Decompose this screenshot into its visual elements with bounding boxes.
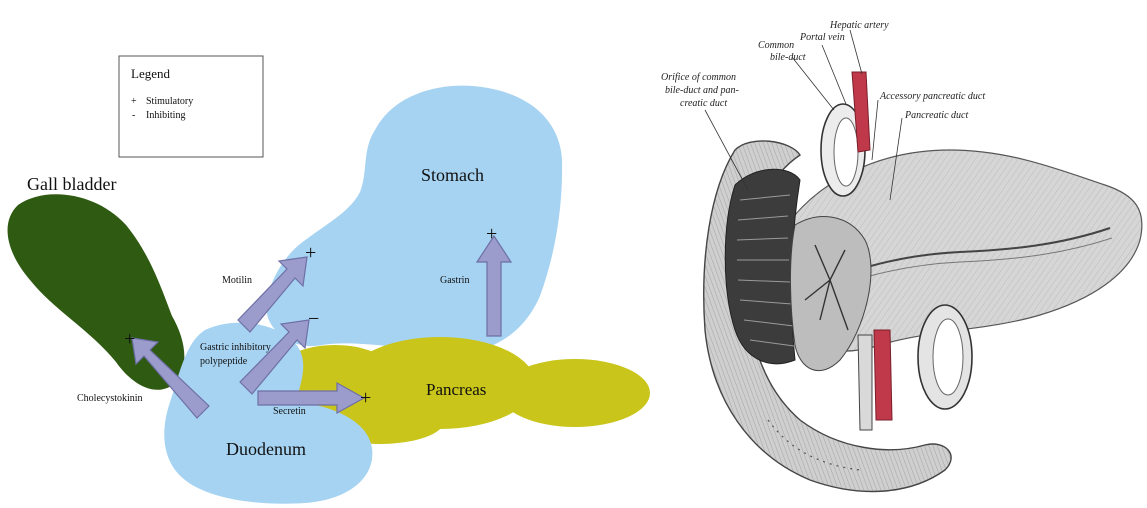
common-bile-duct-label-line1: Common: [758, 40, 794, 51]
mesenteric-artery: [874, 330, 892, 420]
cholecystokinin-sign: +: [124, 328, 135, 350]
mesenteric-vein: [858, 335, 872, 430]
duodenum-label: Duodenum: [226, 439, 306, 459]
portal-vein-lumen: [834, 118, 858, 186]
legend-title: Legend: [131, 66, 170, 81]
legend-stimulatory-symbol: +: [131, 96, 137, 107]
legend: Legend + Stimulatory - Inhibiting: [119, 56, 263, 157]
pancreatic-duct-label: Pancreatic duct: [904, 110, 968, 121]
cholecystokinin-label: Cholecystokinin: [77, 393, 143, 404]
common-bile-duct-label-line2: bile-duct: [770, 52, 806, 63]
portal-vein-label: Portal vein: [799, 32, 845, 43]
motilin-label: Motilin: [222, 275, 252, 286]
legend-stimulatory-label: Stimulatory: [146, 96, 193, 107]
legend-inhibiting-symbol: -: [132, 110, 135, 121]
secretin-sign: +: [360, 387, 371, 409]
gastrin-sign: +: [486, 223, 497, 245]
gall-bladder-label: Gall bladder: [27, 174, 116, 194]
motilin-sign: +: [305, 242, 316, 264]
orifice-label-line2: bile-duct and pan-: [665, 85, 739, 96]
legend-inhibiting-label: Inhibiting: [146, 110, 185, 121]
hepatic-artery-label: Hepatic artery: [829, 20, 889, 31]
gip-label-line1: Gastric inhibitory: [200, 342, 271, 353]
orifice-label-line3: creatic duct: [680, 98, 727, 109]
duodenum-opened-cavity: [725, 169, 800, 363]
stomach-label: Stomach: [421, 165, 484, 185]
gip-sign: −: [308, 308, 319, 330]
hormone-diagram: Legend + Stimulatory - Inhibiting + + − …: [8, 56, 650, 504]
secretin-label: Secretin: [273, 406, 306, 417]
pancreas-anatomy-illustration: Hepatic artery Portal vein Common bile-d…: [661, 20, 1142, 491]
gastrin-label: Gastrin: [440, 275, 469, 286]
jejunum-lumen: [933, 319, 963, 395]
accessory-pancreatic-duct-label: Accessory pancreatic duct: [879, 91, 985, 102]
gip-label-line2: polypeptide: [200, 356, 248, 367]
pancreas-label: Pancreas: [426, 380, 486, 399]
orifice-label-line1: Orifice of common: [661, 72, 736, 83]
